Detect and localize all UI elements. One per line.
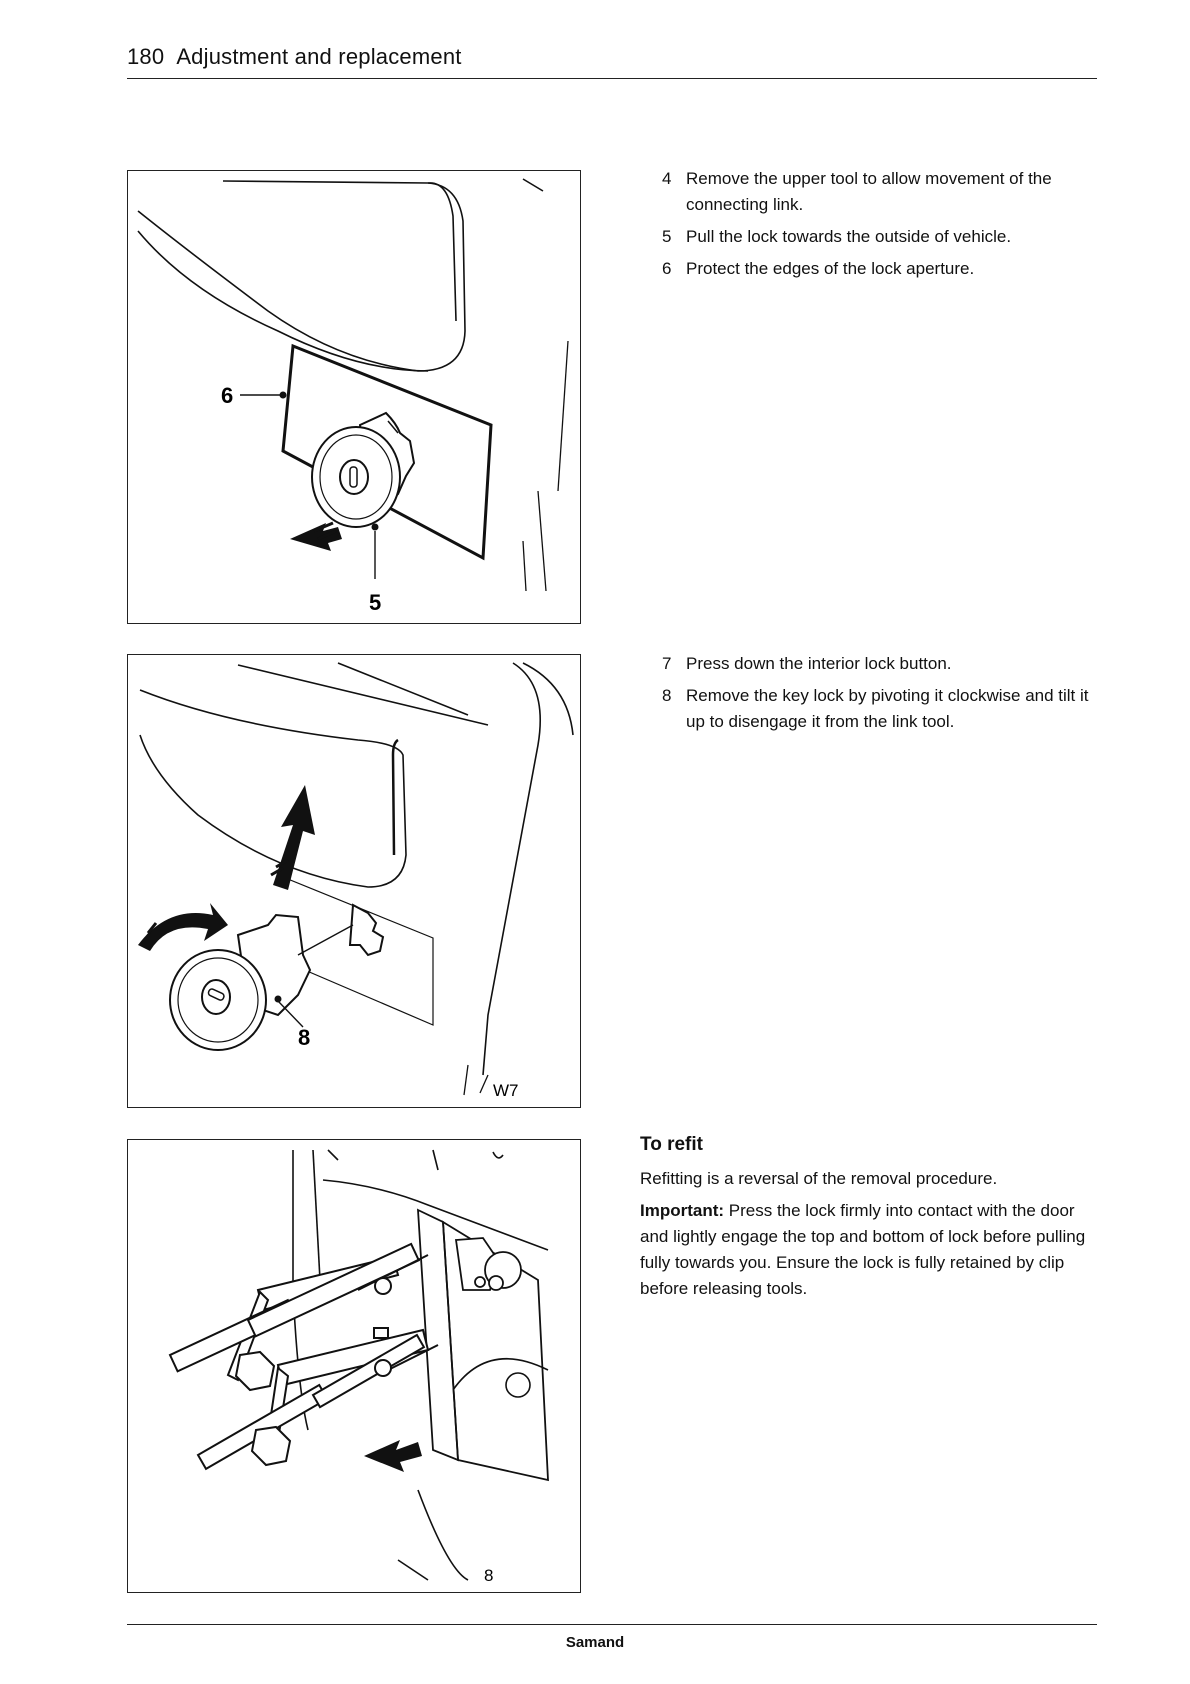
callout-8: 8 <box>298 1025 310 1050</box>
figure-code-w7: W7 <box>493 1081 519 1100</box>
step-item: 7 Press down the interior lock button. <box>662 651 1092 677</box>
step-number: 7 <box>662 654 672 673</box>
header-rule <box>127 78 1097 79</box>
figure-refit-tools: 8 <box>127 1139 581 1593</box>
step-text: Protect the edges of the lock aperture. <box>686 259 975 278</box>
step-number: 4 <box>662 169 672 188</box>
footer-brand: Samand <box>565 1634 625 1651</box>
step-item: 8 Remove the key lock by pivoting it cloc… <box>662 683 1092 735</box>
step-text: Remove the key lock by pivoting it clock… <box>686 686 1089 731</box>
callout-6: 6 <box>221 383 233 408</box>
page-header: 180 Adjustment and replacement <box>127 44 1097 70</box>
refit-tool-illustration: 8 <box>168 1149 549 1585</box>
lock-removal-illustration-2: 8 W7 <box>138 662 574 1100</box>
step-text: Press down the interior lock button. <box>686 654 952 673</box>
important-label: Important: <box>640 1201 725 1220</box>
step-number: 8 <box>662 686 672 705</box>
step-number: 6 <box>662 259 672 278</box>
callout-5: 5 <box>369 590 381 615</box>
figure-code-8: 8 <box>484 1566 493 1585</box>
important-text: Press the lock firmly into contact with … <box>640 1201 1086 1298</box>
refit-section: To refit Refitting is a reversal of the … <box>640 1134 1095 1308</box>
figure-lock-removal-2: 8 W7 <box>127 654 581 1108</box>
important-paragraph: Important: Press the lock firmly into co… <box>640 1198 1095 1302</box>
step-text: Remove the upper tool to allow movement … <box>686 169 1052 214</box>
page-number: 180 <box>127 44 165 69</box>
footer-rule <box>127 1624 1097 1625</box>
step-item: 4 Remove the upper tool to allow movement… <box>662 166 1092 218</box>
refit-heading: To refit <box>640 1134 703 1155</box>
refit-paragraph: Refitting is a reversal of the removal p… <box>640 1169 998 1188</box>
steps-list-1: 4 Remove the upper tool to allow movement… <box>662 166 1092 288</box>
section-title: Adjustment and replacement <box>176 44 462 69</box>
step-text: Pull the lock towards the outside of veh… <box>686 227 1012 246</box>
step-item: 5 Pull the lock towards the outside of ve… <box>662 224 1092 250</box>
lock-removal-illustration-1: 6 5 <box>137 178 569 615</box>
step-item: 6 Protect the edges of the lock aperture. <box>662 256 1092 282</box>
step-number: 5 <box>662 227 672 246</box>
figure-lock-removal-1: 6 5 <box>127 170 581 624</box>
